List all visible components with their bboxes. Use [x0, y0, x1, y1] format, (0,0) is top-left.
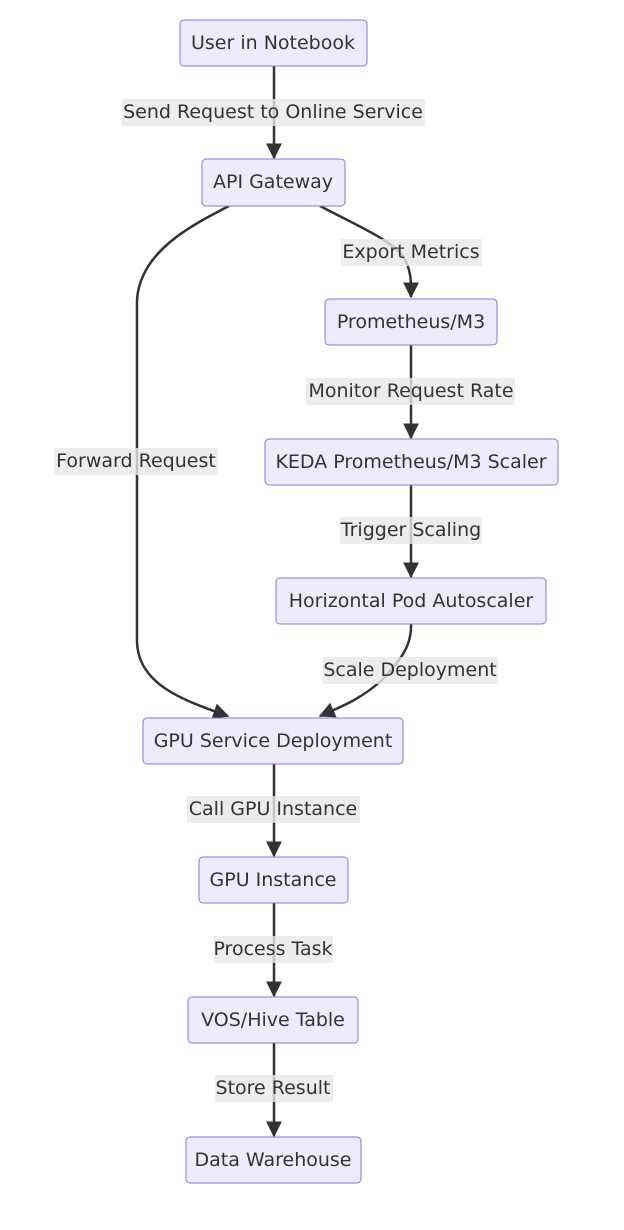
node-horizontal-pod-autoscaler-label: Horizontal Pod Autoscaler — [289, 590, 534, 612]
edge-label-trigger-scaling: Trigger Scaling — [340, 517, 482, 544]
node-horizontal-pod-autoscaler[interactable]: Horizontal Pod Autoscaler — [275, 577, 547, 625]
nodes: User in Notebook API Gateway Prometheus/… — [142, 19, 559, 1184]
node-vos-hive-table[interactable]: VOS/Hive Table — [187, 996, 359, 1044]
node-keda-scaler-label: KEDA Prometheus/M3 Scaler — [275, 451, 546, 473]
edge-label-send-request: Send Request to Online Service — [122, 99, 425, 126]
node-user-in-notebook[interactable]: User in Notebook — [179, 19, 368, 67]
node-data-warehouse-label: Data Warehouse — [194, 1149, 351, 1171]
node-prometheus[interactable]: Prometheus/M3 — [324, 298, 498, 346]
edge-label-forward-request: Forward Request — [54, 448, 218, 475]
node-data-warehouse[interactable]: Data Warehouse — [185, 1136, 362, 1184]
edge-label-forward-request-text: Forward Request — [56, 450, 216, 472]
edge-label-export-metrics-text: Export Metrics — [342, 241, 479, 263]
node-gpu-service-deployment-label: GPU Service Deployment — [154, 730, 393, 752]
node-gpu-service-deployment[interactable]: GPU Service Deployment — [142, 717, 404, 765]
node-prometheus-label: Prometheus/M3 — [337, 311, 485, 333]
edge-label-call-gpu-text: Call GPU Instance — [189, 798, 357, 820]
edge-label-export-metrics: Export Metrics — [341, 239, 482, 266]
edge-label-trigger-scaling-text: Trigger Scaling — [340, 519, 481, 541]
edge-label-send-request-text: Send Request to Online Service — [123, 101, 423, 123]
edge-forward-request — [135, 204, 230, 719]
node-api-gateway-label: API Gateway — [213, 171, 333, 193]
node-vos-hive-table-label: VOS/Hive Table — [201, 1009, 345, 1031]
node-api-gateway[interactable]: API Gateway — [201, 158, 346, 207]
node-keda-scaler[interactable]: KEDA Prometheus/M3 Scaler — [264, 438, 559, 486]
edge-label-store-result-text: Store Result — [216, 1077, 331, 1099]
edge-label-scale-deployment: Scale Deployment — [323, 657, 498, 684]
node-gpu-instance[interactable]: GPU Instance — [198, 856, 349, 904]
edge-labels: Send Request to Online Service Export Me… — [54, 99, 515, 1102]
edge-label-monitor-rate: Monitor Request Rate — [306, 378, 515, 405]
edge-label-monitor-rate-text: Monitor Request Rate — [308, 380, 513, 402]
edge-label-call-gpu: Call GPU Instance — [187, 796, 360, 823]
edge-label-scale-deployment-text: Scale Deployment — [323, 659, 496, 681]
node-gpu-instance-label: GPU Instance — [210, 869, 337, 891]
edge-label-store-result: Store Result — [215, 1075, 333, 1102]
edge-label-process-task: Process Task — [213, 936, 333, 963]
node-user-in-notebook-label: User in Notebook — [191, 32, 355, 54]
edge-label-process-task-text: Process Task — [213, 938, 332, 960]
